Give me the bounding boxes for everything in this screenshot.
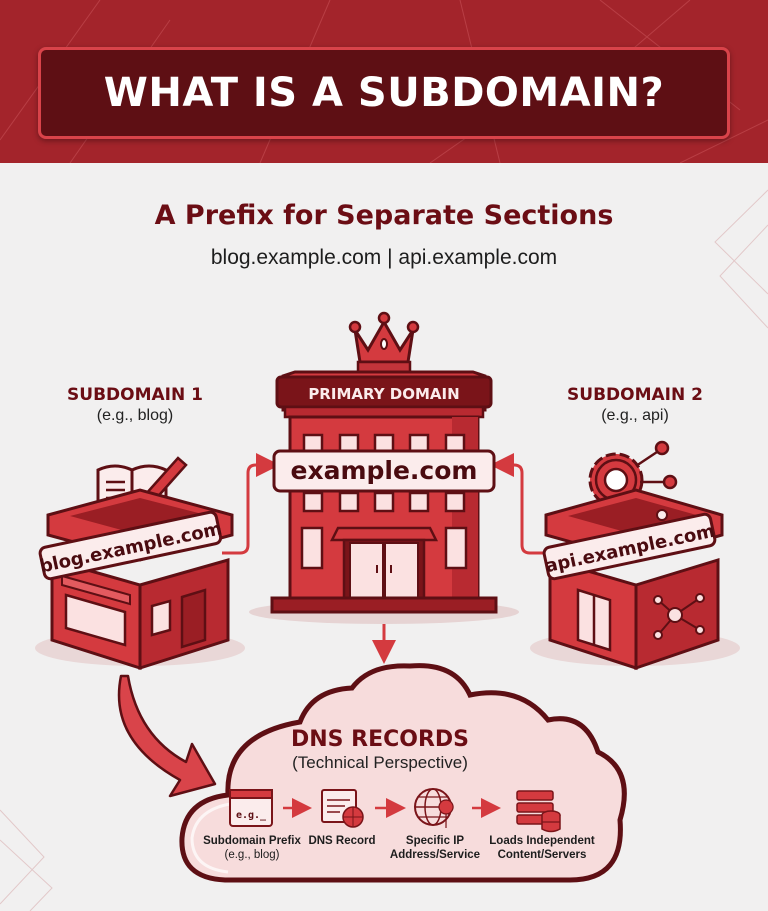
dns-title: DNS RECORDS (290, 727, 470, 752)
arrow-api-to-primary (490, 453, 548, 555)
dns-cloud (179, 663, 627, 883)
arrow-blog-to-primary (222, 453, 280, 555)
api-building: api.example.com (542, 440, 724, 671)
step-label: Subdomain Prefix (203, 835, 301, 847)
step-sub: Content/Servers (497, 849, 587, 861)
crown-icon (348, 311, 420, 374)
subdomain1-title: SUBDOMAIN 1 (67, 385, 203, 405)
example-domains: blog.example.com | api.example.com (210, 246, 558, 269)
dns-record-globe-icon (321, 789, 364, 828)
subdomain2-label: SUBDOMAIN 2 (e.g., api) (540, 385, 730, 425)
subdomain1-subtitle: (e.g., blog) (96, 407, 174, 424)
step-subdomain-prefix: Subdomain Prefix (e.g., blog) (196, 834, 308, 862)
primary-building: PRIMARY DOMAIN (270, 311, 498, 614)
step-label: Specific IP (405, 835, 465, 847)
svg-text:example.com: example.com (291, 456, 478, 485)
step-label: Loads Independent (489, 835, 595, 847)
page-title: WHAT IS A SUBDOMAIN? (103, 70, 665, 116)
step-specific-ip: Specific IP Address/Service (385, 834, 485, 862)
step-sub: (e.g., blog) (224, 849, 280, 861)
header-band: WHAT IS A SUBDOMAIN? (0, 0, 768, 163)
blog-building: blog.example.com (38, 456, 234, 671)
arrow-blog-to-dns (117, 674, 217, 798)
section-heading: A Prefix for Separate Sections (154, 200, 614, 231)
gear-network-icon (588, 440, 678, 508)
step-label: DNS Record (308, 835, 376, 847)
browser-prefix-icon: e.g._ (229, 789, 273, 827)
subdomain1-label: SUBDOMAIN 1 (e.g., blog) (40, 385, 230, 425)
primary-sign: example.com (272, 449, 496, 493)
title-banner: WHAT IS A SUBDOMAIN? (38, 47, 730, 139)
svg-text:PRIMARY DOMAIN: PRIMARY DOMAIN (308, 385, 459, 403)
step-dns-record: DNS Record (302, 834, 382, 848)
globe-pin-icon (414, 788, 454, 829)
subdomain2-subtitle: (e.g., api) (601, 407, 669, 424)
server-database-icon (516, 790, 561, 833)
subdomain2-title: SUBDOMAIN 2 (567, 385, 703, 405)
dns-subtitle: (Technical Perspective) (292, 753, 468, 772)
step-loads-content: Loads Independent Content/Servers (482, 834, 602, 862)
svg-text:e.g._: e.g._ (236, 810, 267, 821)
network-node-icon (653, 593, 705, 640)
step-sub: Address/Service (389, 849, 481, 861)
